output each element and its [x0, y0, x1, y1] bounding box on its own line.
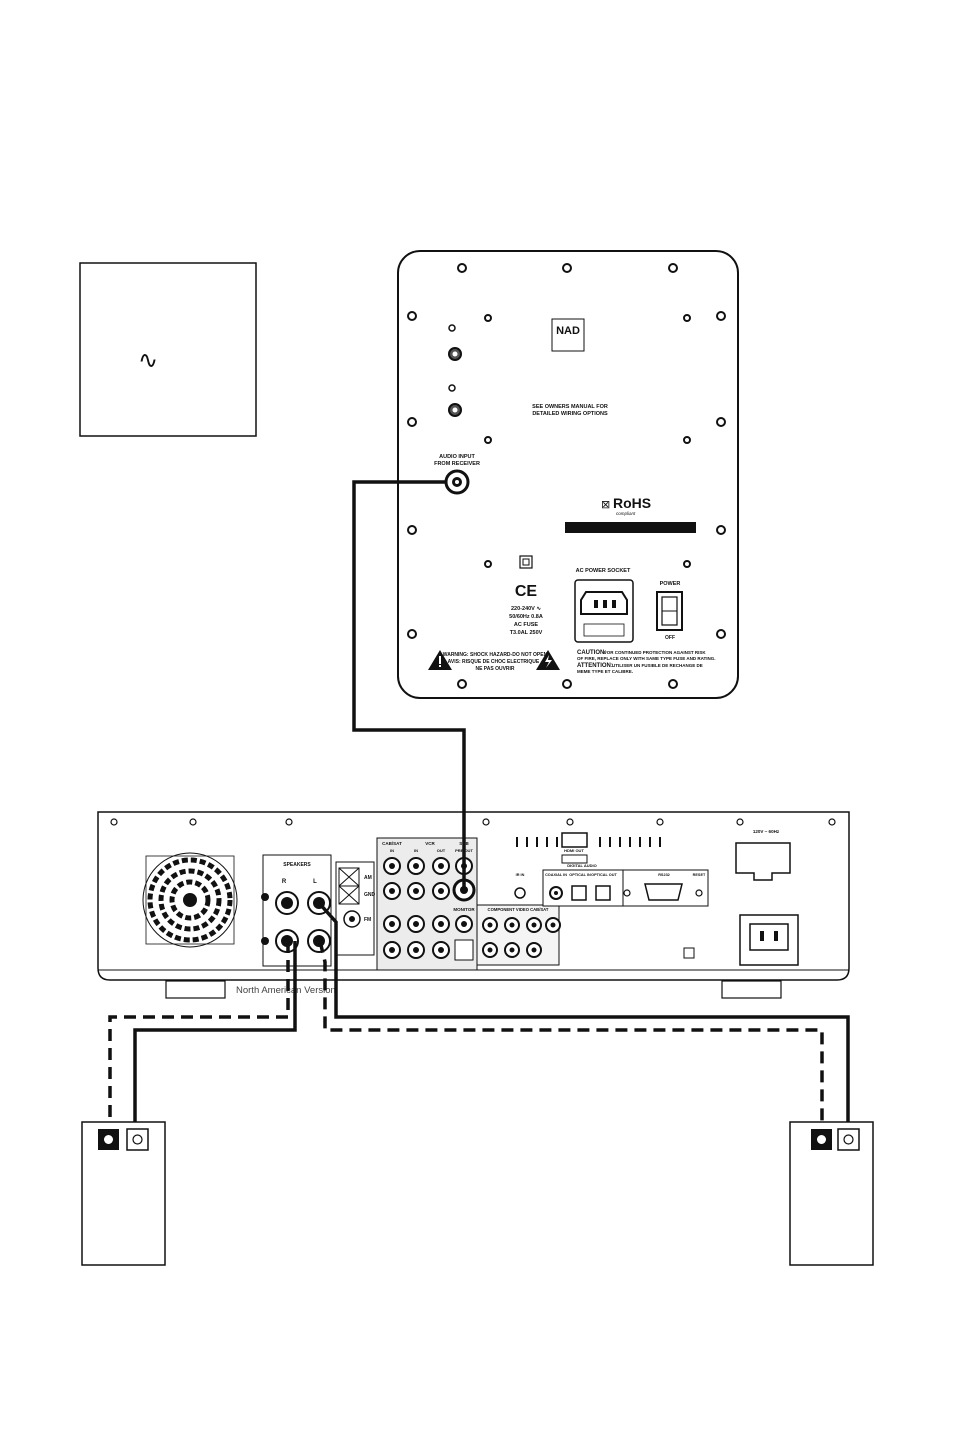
- receiver-panel: SPEAKERS R L AM GND FM CAB/SAT VCR SUB I…: [97, 811, 850, 999]
- rohs-label: RoHS: [613, 495, 651, 511]
- audio-input-jack: [444, 469, 470, 495]
- serial-bar: [565, 522, 696, 533]
- hdmi-out-label: HDMI OUT: [564, 848, 584, 853]
- warning-line-3: NE PAS OUVRIR: [475, 666, 514, 672]
- speaker-cable-left: [108, 941, 297, 1126]
- right-channel-label: R: [282, 879, 287, 885]
- caution-text-1: FOR CONTINUED PROTECTION AGAINST RISK: [604, 650, 706, 655]
- brand-label: NAD: [556, 325, 580, 337]
- vcr-out-label: OUT: [437, 848, 446, 853]
- speaker-left: [81, 1121, 166, 1266]
- rating-line-4: T3.0AL 250V: [510, 630, 543, 636]
- audio-input-label-2: FROM RECEIVER: [434, 461, 480, 467]
- hdmi-out-port: [561, 832, 588, 848]
- ac-symbol: ∿: [138, 346, 158, 374]
- caution-title: CAUTION:: [577, 650, 606, 656]
- rohs-sub-label: compliant: [616, 511, 636, 516]
- subwoofer-panel: NAD SEE OWNERS MANUAL FOR DETAILED WIRIN…: [397, 250, 739, 699]
- speaker-right: [789, 1121, 874, 1266]
- version-label: North American Version: [236, 985, 336, 996]
- coaxial-in-label: COAXIAL IN: [545, 873, 567, 877]
- receiver-foot-left: [165, 980, 226, 999]
- vcr-in-label: IN: [414, 848, 418, 853]
- off-label: OFF: [665, 635, 675, 641]
- reset-label: RESET: [693, 873, 706, 877]
- vcr-label: VCR: [425, 841, 435, 846]
- rating-line-2: 50/60Hz 0.8A: [509, 614, 543, 620]
- fm-label: FM: [364, 917, 371, 923]
- rating-line-1: 220-240V ∿: [511, 606, 541, 612]
- subwoofer-cable: [352, 480, 466, 890]
- lightning-triangle-icon: [536, 650, 560, 670]
- recycle-bin-icon: ⊠: [601, 498, 610, 511]
- ac-power-socket: [574, 579, 634, 643]
- receiver-foot-right: [721, 980, 782, 999]
- power-switch: [656, 591, 683, 631]
- rohs-mark: ⊠ RoHS compliant: [601, 495, 651, 516]
- speakers-label: SPEAKERS: [283, 862, 311, 868]
- ir-in-label: IR IN: [516, 873, 525, 877]
- ce-mark: CE: [515, 583, 538, 600]
- vent-slots: [516, 837, 661, 847]
- cabsat-label: CAB/SAT: [382, 841, 402, 846]
- voltage-label: 120V ~ 60Hz: [753, 829, 780, 834]
- cabsat-in-label: IN: [390, 848, 394, 853]
- manual-note-1: SEE OWNERS MANUAL FOR: [532, 404, 608, 410]
- fan-grille-icon: [142, 852, 238, 948]
- gnd-label: GND: [364, 892, 376, 898]
- legend-box: ∿: [79, 262, 257, 437]
- rating-line-3: AC FUSE: [514, 622, 538, 628]
- nad-logo: [551, 318, 585, 352]
- optical-out-label: OPTICAL OUT: [591, 873, 617, 877]
- panel-screws: [407, 263, 726, 689]
- component-label: COMPONENT VIDEO CAB/SAT: [488, 907, 549, 912]
- warning-line-1: WARNING: SHOCK HAZARD-DO NOT OPEN: [443, 652, 548, 658]
- attention-text-1: UTILISER UN FUSIBLE DE RECHANGE DE: [612, 663, 703, 668]
- digital-audio-label: DIGITAL AUDIO: [567, 863, 596, 868]
- attention-title: ATTENTION:: [577, 663, 613, 669]
- caution-text-2: OF FIRE, REPLACE ONLY WITH SAME TYPE FUS…: [577, 656, 716, 661]
- warning-line-2: AVIS: RISQUE DE CHOC ELECTRIQUE -: [448, 659, 543, 665]
- manual-note-2: DETAILED WIRING OPTIONS: [532, 411, 608, 417]
- ac-socket-label: AC POWER SOCKET: [576, 568, 631, 574]
- audio-input-label-1: AUDIO INPUT: [439, 454, 475, 460]
- monitor-label: MONITOR: [453, 907, 475, 912]
- attention-text-2: MEME TYPE ET CALIBRE.: [577, 669, 633, 674]
- power-label: POWER: [660, 581, 681, 587]
- left-channel-label: L: [313, 879, 317, 885]
- rs232-label: RS232: [658, 873, 670, 877]
- am-label: AM: [364, 875, 372, 881]
- speaker-cable-right: [317, 901, 850, 1126]
- warning-triangle-icon: [428, 650, 452, 670]
- optical-in-label: OPTICAL IN: [569, 873, 591, 877]
